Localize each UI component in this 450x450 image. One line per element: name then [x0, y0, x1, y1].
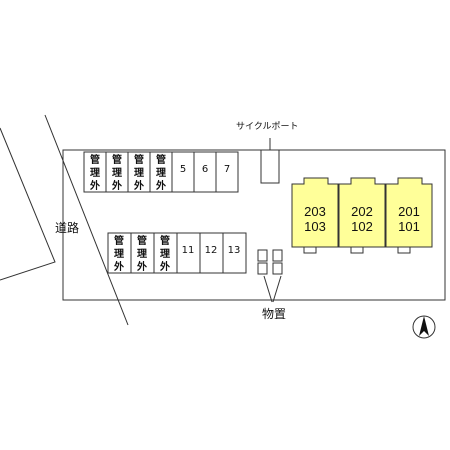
- storage-shed: [272, 262, 283, 275]
- entrance-step: [350, 246, 364, 254]
- parking-stall-number: 5: [179, 164, 187, 175]
- entrance-step: [397, 246, 411, 254]
- parking-stall: [215, 151, 239, 193]
- parking-stall-unmanaged-label: 管 理 外: [114, 236, 124, 273]
- parking-stall-unmanaged-label: 管 理 外: [112, 155, 122, 192]
- storage-shed: [257, 249, 268, 262]
- unit-number-lower: 103: [304, 219, 326, 234]
- road-edge-right: [44, 114, 129, 326]
- storage-sheds: [257, 249, 283, 303]
- cycle-port: [260, 149, 280, 184]
- parking-stall: [222, 232, 247, 274]
- parking-stall-unmanaged-label: 管 理 外: [90, 155, 100, 192]
- parking-stall-unmanaged-label: 管 理 外: [160, 236, 170, 273]
- parking-stall-number: 7: [223, 164, 231, 175]
- parking-stall-unmanaged-label: 管 理 外: [156, 155, 166, 192]
- apartment-building: [291, 177, 433, 254]
- unit-number-lower: 102: [351, 219, 373, 234]
- parking-stall-unmanaged-label: 管 理 外: [137, 236, 147, 273]
- parking-row-bottom: [107, 232, 247, 274]
- parking-stall-number: 6: [201, 164, 209, 175]
- unit-number-upper: 203: [304, 204, 326, 219]
- parking-stall-unmanaged-label: 管 理 外: [134, 155, 144, 192]
- entrance-step: [303, 246, 317, 254]
- unit-number-upper: 202: [351, 204, 373, 219]
- parking-stall-number: 13: [227, 245, 241, 256]
- parking-row-top: [83, 151, 239, 193]
- storage-label: 物置: [262, 307, 287, 321]
- road-label: 道路: [55, 221, 80, 235]
- unit-number-lower: 101: [398, 219, 420, 234]
- road-edge-left: [0, 127, 56, 281]
- storage-shed: [272, 249, 283, 262]
- cycle-port-label: サイクルポート: [236, 122, 299, 132]
- parking-stall-number: 12: [204, 245, 218, 256]
- storage-shed: [257, 262, 268, 275]
- unit-number-upper: 201: [398, 204, 420, 219]
- parking-stall-number: 11: [181, 245, 195, 256]
- north-arrow-icon: [412, 315, 436, 339]
